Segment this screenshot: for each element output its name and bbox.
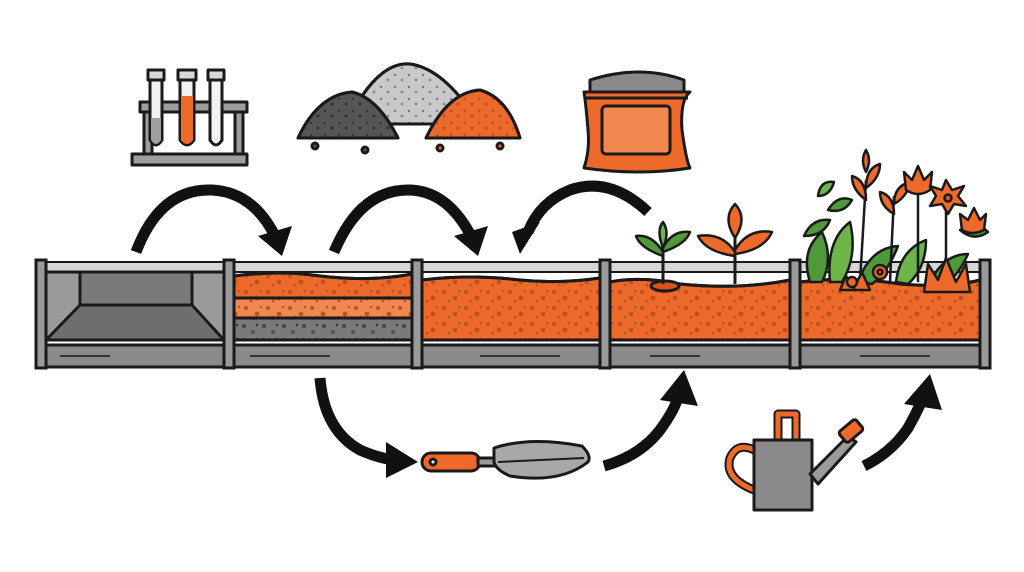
seedling-green-icon (634, 220, 692, 284)
bottom-arrows (314, 377, 928, 472)
top-arrowheads (258, 222, 540, 256)
arrow-test-to-bed (130, 184, 279, 254)
soil-piles-icon (296, 62, 522, 155)
arrow-bag-to-soil (522, 180, 652, 235)
watering-can-icon (724, 409, 865, 512)
top-arrows (130, 180, 652, 255)
stage-layered-base (232, 271, 414, 342)
arrow-bed-to-trowel (314, 377, 395, 466)
arrow-trowel-to-seedlings (602, 394, 684, 472)
seedling-orange-icon (696, 202, 774, 284)
compost-bag-icon (582, 70, 692, 174)
mature-plants-icon (802, 148, 990, 294)
stage-seedlings (608, 277, 792, 342)
arrow-can-to-garden (861, 397, 928, 471)
raised-bed (34, 258, 992, 370)
arrow-piles-to-soil (328, 184, 475, 255)
bottom-arrowheads (386, 370, 942, 478)
trowel-icon (420, 440, 591, 480)
bed-posts (34, 258, 992, 370)
stage-filled-soil (420, 275, 602, 342)
stage-empty-bed (44, 270, 226, 342)
test-tubes-icon (130, 68, 249, 167)
stage-mature-garden (798, 277, 982, 342)
